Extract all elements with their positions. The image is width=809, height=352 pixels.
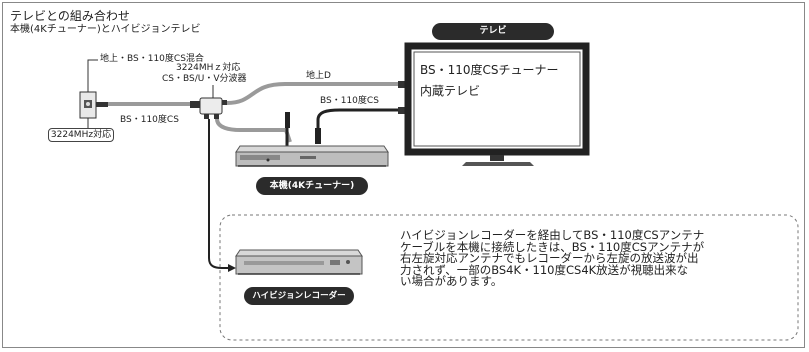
note-line: ハイビジョンレコーダーを経由してBS・110度CSアンテナ [400,228,705,242]
main-unit-pill: 本機(4Kチューナー) [256,177,368,195]
antenna-mix-label: 地上・BS・110度CS混合 [100,54,204,64]
recorder-device [235,249,363,275]
splitter-to-main-cable [215,118,292,143]
splitter-label-line2: CS・BS/U・V分波器 [162,74,247,84]
note-line: ケーブルを本機に接続したきは、BS・110度CSアンテナが [400,239,705,254]
note-text: ハイビジョンレコーダーを経由してBS・110度CSアンテナ ケーブルを本機に接続… [400,228,792,288]
wall-outlet-icon [79,91,97,119]
bs-cs-label-left: BS・110度CS [120,115,179,125]
diagram-subtitle: 本機(4Kチューナー)とハイビジョンテレビ [10,24,201,35]
diagram-frame [2,2,805,348]
main-input-plug [285,112,290,146]
note-line: い場合があります。 [400,274,503,288]
terrestrial-connector [398,81,406,88]
terrestrial-label: 地上D [306,71,331,81]
bs-cs-label-right: BS・110度CS [320,96,379,106]
diagram-title: テレビとの組み合わせ [10,9,130,23]
note-box [219,214,799,341]
tv-pill: テレビ [432,23,554,40]
note-line: 力されず、一部のBS4K・110度CS4K放送が視聴出来な [400,262,689,277]
splitter-label-line1: 3224MHｚ対応 [176,63,241,73]
tv-screen-line2: 内蔵テレビ [420,84,481,98]
outlet-splitter-cable [96,101,200,108]
antenna-leader-line [87,59,98,92]
outlet-label: 3224MHz対応 [48,128,114,142]
splitter-to-recorder-cable [208,119,228,269]
main-to-tv-cable [316,108,404,132]
main-output-plug [315,128,321,144]
tv-device [404,42,590,166]
recorder-arrow-icon [228,264,236,272]
tv-screen-line1: BS・110度CSチューナー [420,63,559,77]
recorder-pill: ハイビジョンレコーダー [244,287,354,305]
tv-bs-connector [398,107,406,114]
main-unit-device [235,145,389,167]
note-line: 右左旋対応アンテナでもレコーダーから左旋の放送波が出 [400,251,699,265]
terrestrial-cable [226,82,404,105]
splitter-icon [199,97,227,119]
